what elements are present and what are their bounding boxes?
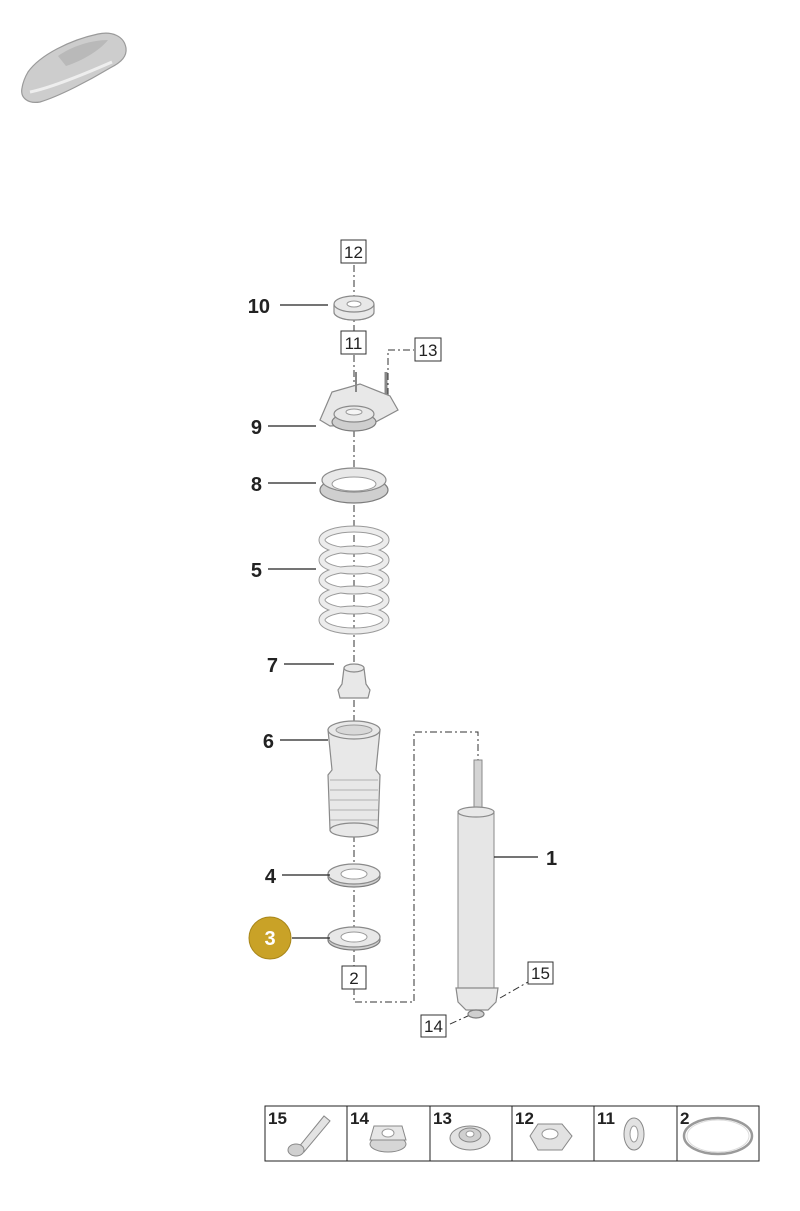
part-3-washer[interactable] xyxy=(327,926,381,951)
mount-axis-14 xyxy=(447,1014,471,1026)
callout-3-highlight[interactable]: 3 xyxy=(248,916,292,960)
svg-text:12: 12 xyxy=(344,243,363,262)
callout-6[interactable]: 6 xyxy=(263,731,274,753)
flange-nut-icon xyxy=(449,1125,491,1151)
part-8-spring-pad[interactable] xyxy=(319,467,389,504)
ref-box-2[interactable]: 2 xyxy=(341,965,367,990)
part-6-dust-boot[interactable] xyxy=(327,720,381,838)
svg-text:14: 14 xyxy=(350,1109,369,1128)
svg-text:11: 11 xyxy=(345,334,363,353)
bolt-icon xyxy=(287,1115,331,1157)
svg-text:14: 14 xyxy=(424,1017,443,1036)
callout-4[interactable]: 4 xyxy=(265,866,277,888)
car-silhouette-icon[interactable] xyxy=(21,32,127,103)
legend-cell-11[interactable]: 11 xyxy=(597,1109,645,1151)
svg-text:15: 15 xyxy=(531,964,550,983)
legend-cell-13[interactable]: 13 xyxy=(433,1109,491,1151)
callout-1[interactable]: 1 xyxy=(546,848,557,870)
svg-text:13: 13 xyxy=(433,1109,452,1128)
svg-text:2: 2 xyxy=(349,969,358,988)
svg-text:12: 12 xyxy=(515,1109,534,1128)
fastener-legend: 15 14 13 12 xyxy=(264,1105,760,1162)
legend-cell-2[interactable]: 2 xyxy=(680,1109,754,1156)
legend-cell-14[interactable]: 14 xyxy=(350,1109,407,1153)
callout-8[interactable]: 8 xyxy=(251,474,262,496)
ref-box-15[interactable]: 15 xyxy=(527,961,554,985)
ref-box-13[interactable]: 13 xyxy=(414,337,442,362)
ref-box-11[interactable]: 11 xyxy=(340,330,367,355)
callout-5[interactable]: 5 xyxy=(251,560,262,582)
callout-7[interactable]: 7 xyxy=(267,655,278,677)
callout-9[interactable]: 9 xyxy=(251,417,262,439)
svg-text:2: 2 xyxy=(680,1109,689,1128)
washer-icon xyxy=(623,1117,645,1151)
shock-link-axis xyxy=(353,731,479,1003)
legend-cell-12[interactable]: 12 xyxy=(515,1109,573,1151)
callout-10[interactable]: 10 xyxy=(248,296,270,318)
ref-box-14[interactable]: 14 xyxy=(420,1014,447,1038)
callout-3: 3 xyxy=(264,928,275,950)
part-9-top-mount[interactable] xyxy=(319,372,399,432)
ref-box-12[interactable]: 12 xyxy=(340,239,367,264)
part-4-washer[interactable] xyxy=(327,863,381,888)
svg-text:15: 15 xyxy=(268,1109,287,1128)
hex-flange-nut-icon xyxy=(369,1125,407,1153)
part-7-bump-stop[interactable] xyxy=(337,663,371,699)
retaining-ring-icon xyxy=(682,1116,754,1156)
hex-nut-icon xyxy=(529,1123,573,1151)
part-5-coil-spring[interactable] xyxy=(318,525,390,635)
svg-text:11: 11 xyxy=(597,1109,615,1128)
legend-cell-15[interactable]: 15 xyxy=(268,1109,331,1157)
part-10-top-cap[interactable] xyxy=(333,295,375,321)
mount-axis-15 xyxy=(499,981,529,999)
part-1-shock-absorber[interactable] xyxy=(455,759,499,1019)
stud-axis xyxy=(387,349,414,395)
svg-text:13: 13 xyxy=(419,341,438,360)
